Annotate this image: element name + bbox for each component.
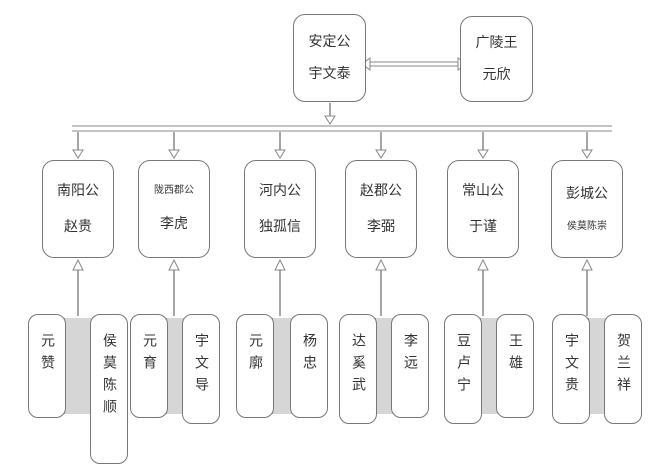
- subordinate-name: 达奚武: [350, 333, 366, 399]
- node-duke: 陇西郡公李虎: [138, 160, 210, 258]
- duke-name: 李虎: [160, 216, 188, 232]
- drop-arrow: [477, 149, 489, 159]
- duke-title: 南阳公: [57, 183, 99, 199]
- subordinate-right: 李远: [391, 314, 429, 418]
- up-arrow: [477, 258, 489, 271]
- duke-name: 李弼: [367, 219, 395, 235]
- subordinate-left: 豆卢宁: [444, 314, 482, 424]
- drop-arrow: [72, 149, 84, 159]
- subordinate-right: 杨忠: [290, 314, 328, 418]
- subordinate-name: 元赞: [39, 333, 55, 377]
- duke-name: 侯莫陈崇: [567, 221, 607, 232]
- subordinate-name: 宇文导: [193, 333, 209, 399]
- subordinate-name: 元廓: [247, 333, 263, 377]
- subordinate-name: 贺兰祥: [615, 333, 631, 399]
- node-guangling-king: 广陵王 元欣: [460, 16, 533, 102]
- subordinate-name: 元育: [141, 333, 157, 377]
- subordinate-right: 宇文导: [182, 314, 220, 424]
- subordinate-left: 元育: [130, 314, 168, 418]
- up-arrow: [375, 258, 387, 271]
- up-arrow: [72, 258, 84, 271]
- node-title: 安定公: [308, 34, 351, 50]
- up-arrow: [581, 258, 593, 271]
- duke-name: 独孤信: [259, 219, 301, 235]
- drop-arrow: [375, 149, 387, 159]
- drop-arrow: [274, 149, 286, 159]
- subordinate-right: 贺兰祥: [604, 314, 642, 424]
- subordinate-name: 王雄: [507, 333, 523, 377]
- up-arrow: [168, 258, 180, 271]
- subordinate-left: 元赞: [28, 314, 66, 418]
- duke-title: 常山公: [462, 183, 504, 199]
- duke-name: 于谨: [469, 219, 497, 235]
- subordinate-name: 豆卢宁: [455, 333, 471, 399]
- up-arrow: [274, 258, 286, 271]
- duke-title: 赵郡公: [360, 183, 402, 199]
- subordinate-name: 宇文贵: [563, 333, 579, 399]
- subordinate-name: 侯莫陈顺: [101, 333, 117, 421]
- node-duke: 河内公独孤信: [244, 160, 316, 258]
- duke-name: 赵贵: [64, 219, 92, 235]
- node-name: 元欣: [482, 67, 511, 83]
- node-name: 宇文泰: [308, 66, 351, 82]
- duke-title: 陇西郡公: [154, 185, 194, 196]
- node-title: 广陵王: [475, 35, 518, 51]
- duke-title: 彭城公: [566, 186, 608, 202]
- subordinate-name: 杨忠: [301, 333, 317, 377]
- drop-arrow: [168, 149, 180, 159]
- duke-title: 河内公: [259, 183, 301, 199]
- node-duke: 彭城公侯莫陈崇: [551, 160, 623, 258]
- subordinate-left: 元廓: [236, 314, 274, 418]
- node-duke: 常山公于谨: [447, 160, 519, 258]
- node-duke: 南阳公赵贵: [42, 160, 114, 258]
- node-duke: 赵郡公李弼: [345, 160, 417, 258]
- subordinate-name: 李远: [402, 333, 418, 377]
- subordinate-right: 王雄: [496, 314, 534, 418]
- subordinate-right: 侯莫陈顺: [90, 314, 128, 464]
- subordinate-left: 宇文贵: [552, 314, 590, 424]
- subordinate-left: 达奚武: [339, 314, 377, 424]
- node-anding-duke: 安定公 宇文泰: [293, 14, 366, 102]
- drop-arrow: [581, 149, 593, 159]
